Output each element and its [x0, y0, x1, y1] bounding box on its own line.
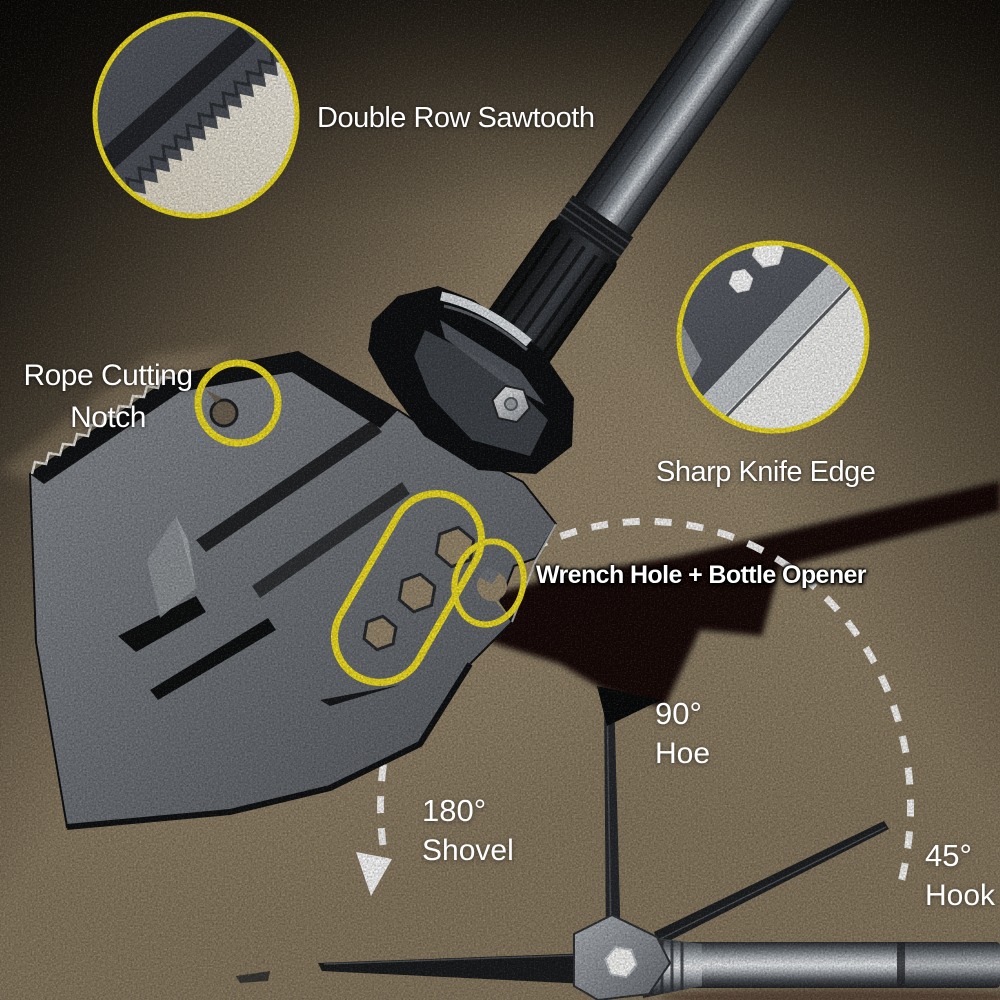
angle-180-name: Shovel [422, 834, 514, 867]
knife-edge-label: Sharp Knife Edge [656, 456, 876, 488]
angle-180-shovel-label: 180° Shovel [422, 791, 514, 871]
rope-notch-label-line1: Rope Cutting [23, 359, 193, 392]
angle-90-name: Hoe [655, 737, 711, 770]
angle-90-hoe-label: 90° Hoe [655, 694, 710, 774]
rope-notch-label-line2: Notch [70, 401, 146, 434]
angle-45-hook-label: 45° Hook [925, 836, 995, 916]
rope-notch-label: Rope Cutting Notch [8, 355, 208, 439]
angle-180-value: 180° [422, 793, 487, 828]
angle-45-value: 45° [925, 838, 972, 873]
angle-90-value: 90° [655, 696, 702, 731]
wrench-bottle-label: Wrench Hole + Bottle Opener [536, 561, 867, 589]
angle-45-name: Hook [925, 879, 996, 912]
sawtooth-label: Double Row Sawtooth [317, 102, 595, 134]
